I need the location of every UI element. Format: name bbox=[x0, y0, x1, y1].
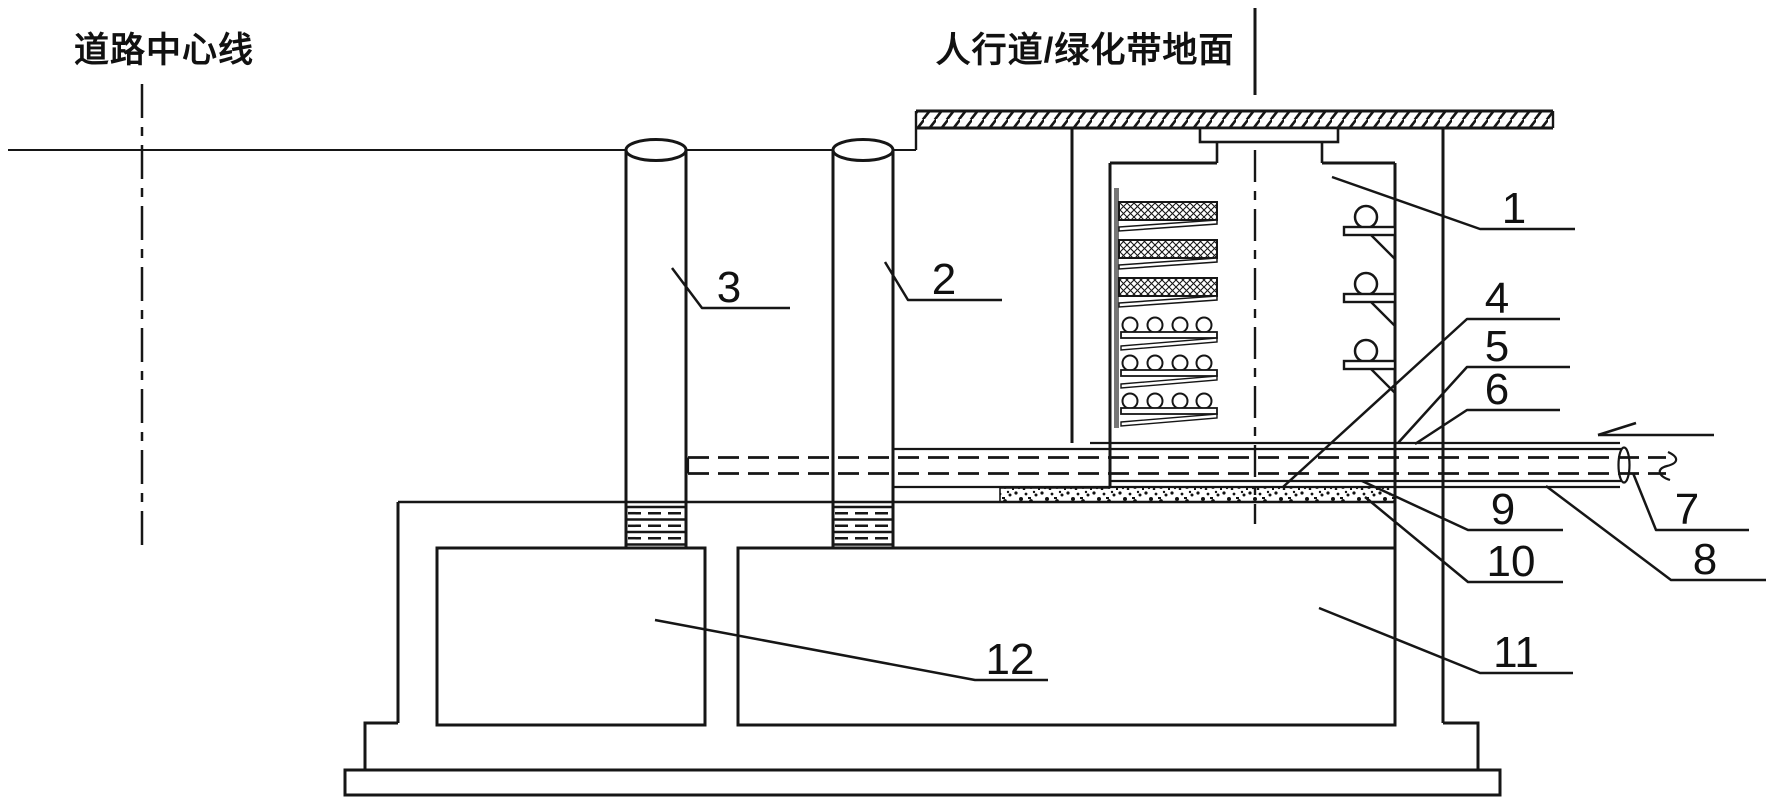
flexible-coupling bbox=[626, 505, 686, 546]
left-tank bbox=[435, 546, 707, 727]
right-tank bbox=[736, 546, 1397, 727]
frame-right-foot bbox=[1443, 721, 1480, 770]
callout-10: 10 bbox=[1364, 496, 1563, 586]
callout-1-number: 1 bbox=[1502, 184, 1526, 233]
flow-arrow bbox=[1597, 421, 1714, 437]
storage-tanks bbox=[435, 546, 1397, 727]
callout-11-number: 11 bbox=[1493, 628, 1539, 677]
callout-2: 2 bbox=[883, 255, 1002, 304]
manhole-cover bbox=[1198, 126, 1340, 144]
riser-pipe-2-mouth bbox=[831, 138, 895, 162]
horizontal-pipe bbox=[686, 441, 1678, 489]
callout-9: 9 bbox=[1361, 479, 1563, 534]
flexible-coupling bbox=[833, 505, 893, 546]
callout-5-number: 5 bbox=[1485, 322, 1509, 371]
access-ladder bbox=[1342, 204, 1397, 394]
callout-3-number: 3 bbox=[717, 263, 741, 312]
tray-support bbox=[1118, 257, 1218, 270]
perforated-tray-row bbox=[1120, 316, 1218, 351]
perforated-tray-row bbox=[1120, 392, 1218, 427]
slab-hatch-band bbox=[916, 111, 1553, 128]
reference-lines: 道路中心线 人行道/绿化带地面 bbox=[8, 8, 1257, 545]
riser-pipe-2 bbox=[831, 138, 895, 548]
tray-support bbox=[1118, 295, 1218, 308]
tray-rack-back bbox=[1114, 188, 1119, 428]
callout-7-number: 7 bbox=[1675, 485, 1699, 534]
callout-12-number: 12 bbox=[986, 635, 1035, 684]
callout-4-number: 4 bbox=[1485, 274, 1509, 323]
pipe-break-squiggle bbox=[1658, 450, 1678, 482]
callout-2-number: 2 bbox=[932, 255, 956, 304]
callout-9-number: 9 bbox=[1491, 485, 1515, 534]
callout-8: 8 bbox=[1545, 485, 1766, 584]
media-tray bbox=[1118, 201, 1218, 221]
callout-5: 5 bbox=[1397, 322, 1570, 444]
filter-tray-stack bbox=[1114, 188, 1218, 428]
media-tray bbox=[1118, 277, 1218, 297]
callout-4: 4 bbox=[1282, 274, 1560, 488]
callout-11: 11 bbox=[1318, 606, 1573, 677]
perforated-tray-row bbox=[1120, 354, 1218, 389]
support-frame bbox=[343, 502, 1502, 797]
frame-left-foot bbox=[363, 721, 398, 770]
callout-3: 3 bbox=[671, 263, 790, 312]
callout-12: 12 bbox=[654, 618, 1048, 684]
caption-sidewalk-ground: 人行道/绿化带地面 bbox=[936, 31, 1235, 70]
ladder-rung bbox=[1342, 204, 1397, 260]
callout-7: 7 bbox=[1631, 472, 1749, 534]
riser-pipe-3-mouth bbox=[624, 138, 688, 162]
callout-10-number: 10 bbox=[1487, 537, 1536, 586]
callout-6: 6 bbox=[1414, 365, 1560, 446]
base-slab bbox=[343, 768, 1502, 797]
callout-1: 1 bbox=[1331, 175, 1575, 233]
riser-pipe-3 bbox=[624, 138, 688, 548]
tray-support bbox=[1118, 219, 1218, 232]
callout-6-number: 6 bbox=[1485, 365, 1509, 414]
media-tray bbox=[1118, 239, 1218, 259]
caption-road-centerline: 道路中心线 bbox=[74, 31, 254, 70]
ladder-rung bbox=[1342, 338, 1397, 394]
ladder-rung bbox=[1342, 271, 1397, 327]
pipe-end-mouth bbox=[1617, 446, 1631, 484]
callout-8-number: 8 bbox=[1693, 535, 1717, 584]
callouts: 1 2 3 4 5 6 7 8 bbox=[654, 175, 1766, 684]
concrete-bedding bbox=[999, 487, 1395, 502]
